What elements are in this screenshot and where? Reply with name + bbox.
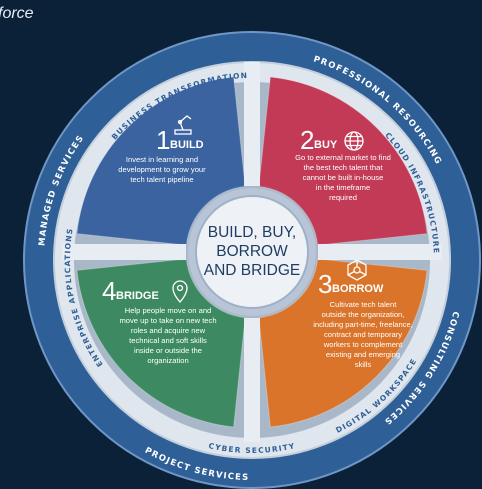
location-pin-icon: [172, 280, 188, 303]
quadrant-borrow-desc-line: outside the organization,: [322, 310, 405, 319]
quadrant-build-sector: [76, 76, 246, 246]
quadrant-buy-sector: [258, 76, 428, 246]
quadrant-borrow-number: 3: [318, 269, 332, 299]
quadrant-bridge-label: BRIDGE: [116, 290, 159, 302]
quadrant-bridge-number: 4: [102, 276, 116, 306]
network-hexagon-icon: [347, 259, 367, 281]
quadrant-build-desc-line: tech talent pipeline: [130, 175, 193, 184]
quadrant-borrow-sector: [258, 258, 428, 428]
center-disc: [195, 195, 309, 309]
quadrant-borrow-label: BORROW: [332, 283, 384, 295]
quadrant-buy-desc-line: Go to external market to find: [295, 153, 391, 162]
quadrant-buy-desc-line: cannot be built in-house: [303, 173, 384, 182]
quadrant-build-number: 1: [156, 125, 170, 155]
quadrant-borrow-desc-line: workers to complement: [323, 340, 403, 349]
robot-arm-icon: [174, 115, 192, 135]
quadrant-bridge-desc-line: roles and acquire new: [131, 326, 206, 335]
quadrant-borrow-desc-line: existing and emerging: [326, 350, 400, 359]
page-title: force: [0, 5, 34, 22]
quadrant-bridge-sector: [76, 258, 246, 428]
quadrant-borrow-desc-line: Cultivate tech talent: [330, 300, 398, 309]
quadrant-buy-desc-line: required: [329, 193, 357, 202]
quadrant-borrow-desc-line: including part-time, freelance,: [313, 320, 413, 329]
center-line-2: BORROW: [216, 243, 288, 260]
quadrant-bridge-desc-line: inside or outside the: [134, 346, 202, 355]
center-line-1: BUILD, BUY,: [208, 224, 296, 241]
quadrant-build-desc-line: development to grow your: [118, 165, 206, 174]
quadrant-bridge-desc-line: organization: [147, 356, 188, 365]
quadrant-build-label: BUILD: [170, 139, 204, 151]
quadrant-buy-desc-line: in the timeframe: [316, 183, 370, 192]
quadrant-build-desc-line: Invest in learning and: [126, 155, 198, 164]
quadrant-bridge-desc-line: Help people move on and: [125, 306, 212, 315]
quadrant-bridge-desc-line: technical and soft skills: [129, 336, 207, 345]
quadrant-buy-number: 2: [300, 125, 314, 155]
quadrant-bridge-desc-line: move up to take on new tech: [119, 316, 216, 325]
globe-icon: [344, 131, 364, 151]
outer-ring-rim: [23, 31, 481, 489]
quadrant-borrow-desc-line: contract and temporary: [324, 330, 402, 339]
quadrant-borrow-desc-line: skills: [355, 360, 372, 369]
center-line-3: AND BRIDGE: [204, 262, 300, 279]
quadrant-buy-desc-line: the best tech talent that: [304, 163, 384, 172]
quadrant-buy-label: BUY: [314, 139, 338, 151]
